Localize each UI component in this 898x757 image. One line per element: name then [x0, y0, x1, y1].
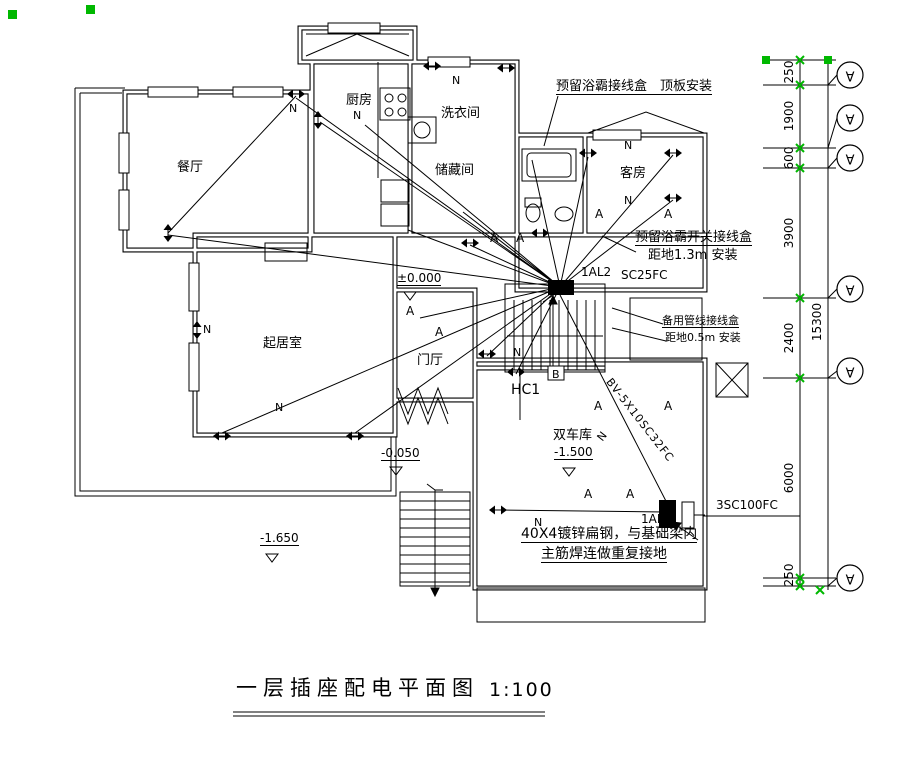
room-label-storage: 储藏间 — [435, 163, 475, 178]
dim-chain-2400: 2400 — [782, 322, 796, 354]
wire-label-n: N — [275, 401, 284, 414]
dim-chain-250-top: 250 — [782, 60, 796, 84]
room-label-foyer: 门厅 — [417, 353, 444, 368]
label-circuit-sc25fc: SC25FC — [621, 268, 668, 282]
elevation-zero: ±0.000 — [397, 271, 442, 286]
axis-bubble-2: A — [845, 110, 855, 126]
label-circuit-3sc100fc: 3SC100FC — [716, 498, 778, 512]
dim-chain-1900: 1900 — [782, 100, 796, 132]
annotation-bath-heater-box: 预留浴霸接线盒 顶板安装 — [556, 79, 713, 95]
b-junction-box — [547, 365, 565, 381]
dim-overall-15300: 15300 — [810, 302, 824, 342]
axis-bubble-4: A — [845, 281, 855, 297]
annotation-spare-box-1: 备用管线接线盒 — [662, 314, 739, 328]
elevation-marks — [265, 291, 576, 598]
wire-label-a: A — [664, 399, 673, 413]
wire-label-n: N — [624, 194, 633, 207]
dim-chain-250-bottom: 250 — [782, 563, 796, 587]
wire-label-a: A — [406, 304, 415, 318]
wire-label-a: A — [595, 207, 604, 221]
room-label-garage: 双车库 — [553, 428, 593, 443]
drawing-title: 一层插座配电平面图 — [236, 676, 479, 700]
axis-bubble-6: A — [845, 570, 855, 586]
windows — [118, 22, 642, 392]
label-panel-1al2: 1AL2 — [581, 265, 612, 279]
room-label-living: 起居室 — [263, 336, 303, 351]
annotation-spare-box-2: 距地0.5m 安装 — [665, 331, 741, 344]
axis-bubble-5: A — [845, 363, 855, 379]
drawing-scale: 1:100 — [489, 679, 554, 701]
axis-bubble-3: A — [845, 150, 855, 166]
wire-label-a: A — [626, 487, 635, 501]
axis-bubbles — [836, 61, 864, 592]
label-panel-1al1: 1AL1 — [641, 512, 672, 526]
grip-marks — [8, 5, 832, 595]
wire-label-a: A — [584, 487, 593, 501]
room-label-dining: 餐厅 — [177, 160, 204, 175]
label-hc1: HC1 — [511, 382, 541, 398]
title-underline — [233, 711, 545, 717]
dim-chain-3900: 3900 — [782, 217, 796, 249]
dim-chain-6000: 6000 — [782, 462, 796, 494]
wire-label-a: A — [435, 325, 444, 339]
wire-label-n: N — [353, 109, 362, 122]
wire-label-n: N — [513, 346, 522, 359]
axis-bubble-1: A — [845, 67, 855, 83]
wire-label-a: A — [664, 207, 673, 221]
elevation-minus-005: -0.050 — [381, 446, 420, 461]
wire-label-n: N — [452, 74, 461, 87]
wire-label-n: N — [624, 139, 633, 152]
construction-lines — [264, 33, 749, 623]
annotation-grounding-2: 主筋焊连做重复接地 — [541, 546, 667, 563]
annotation-bath-switch-box-2: 距地1.3m 安装 — [648, 248, 738, 263]
wire-label-n: N — [289, 102, 298, 115]
wire-label-a: A — [594, 399, 603, 413]
wire-label-n: N — [203, 323, 212, 336]
wire-label-a: A — [490, 231, 499, 245]
elevation-minus-165: -1.650 — [260, 531, 299, 546]
room-label-kitchen: 厨房 — [346, 93, 373, 108]
walls — [122, 25, 708, 591]
panel-1al1-box — [659, 500, 676, 528]
annotation-bath-switch-box-1: 预留浴霸开关接线盒 — [635, 230, 753, 246]
terrace-outline — [74, 87, 397, 497]
annotation-grounding-1: 40X4镀锌扁钢，与基础梁内 — [521, 526, 698, 543]
room-label-guest: 客房 — [620, 166, 647, 181]
dim-chain-600: 600 — [782, 146, 796, 170]
label-b-box: B — [552, 368, 560, 381]
wire-label-n: N — [534, 516, 543, 529]
panel-1al2-box — [548, 280, 574, 295]
room-label-laundry: 洗衣间 — [441, 106, 481, 121]
wiring-lines — [167, 95, 674, 513]
wire-label-a: A — [516, 231, 525, 245]
elevation-minus-150: -1.500 — [554, 445, 593, 460]
